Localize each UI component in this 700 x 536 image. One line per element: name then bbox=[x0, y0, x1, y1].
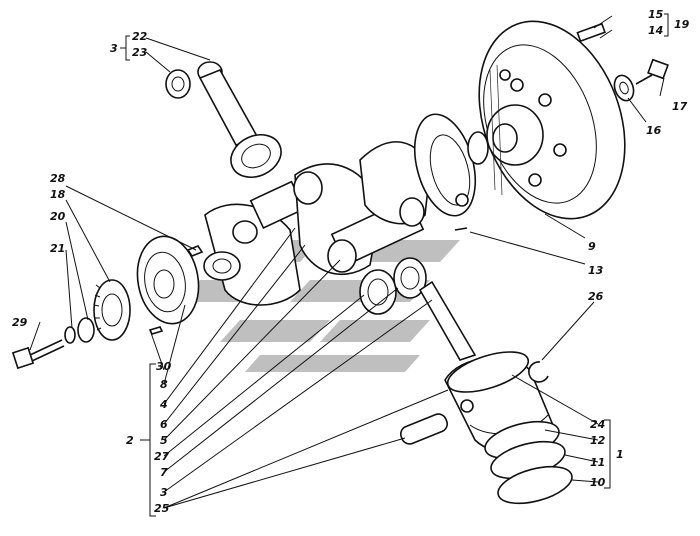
label-17: 17 bbox=[672, 100, 688, 113]
callout-labels: 3 22 23 15 14 19 17 16 28 18 20 21 9 13 … bbox=[12, 8, 690, 515]
label-26: 26 bbox=[588, 290, 604, 303]
label-10: 10 bbox=[590, 476, 606, 489]
label-8: 8 bbox=[160, 378, 168, 391]
label-9: 9 bbox=[588, 240, 596, 253]
main-bearing bbox=[359, 257, 427, 315]
label-11: 11 bbox=[590, 456, 605, 469]
label-22: 22 bbox=[132, 30, 148, 43]
label-21: 21 bbox=[50, 242, 65, 255]
label-19: 19 bbox=[674, 18, 690, 31]
connecting-rod-lower bbox=[418, 280, 477, 361]
label-25: 25 bbox=[154, 502, 170, 515]
label-24: 24 bbox=[590, 418, 605, 431]
label-20: 20 bbox=[50, 210, 66, 223]
dowel-pin bbox=[576, 22, 606, 43]
label-14: 14 bbox=[648, 24, 663, 37]
label-1: 1 bbox=[616, 448, 624, 461]
label-15: 15 bbox=[648, 8, 664, 21]
circlip bbox=[528, 361, 549, 383]
label-6: 6 bbox=[160, 418, 168, 431]
connecting-rod-upper bbox=[165, 61, 282, 178]
label-12: 12 bbox=[590, 434, 606, 447]
front-seal-disc bbox=[136, 235, 200, 325]
piston-rings bbox=[484, 420, 573, 505]
label-18: 18 bbox=[50, 188, 66, 201]
label-3: 3 bbox=[110, 42, 118, 55]
label-2: 2 bbox=[126, 434, 134, 447]
label-4: 4 bbox=[159, 398, 168, 411]
label-3b: 3 bbox=[160, 486, 168, 499]
piston-pin bbox=[399, 413, 449, 445]
flywheel-bolt bbox=[613, 58, 669, 102]
leader-lines bbox=[29, 13, 669, 517]
pulley-bolt-set bbox=[11, 317, 95, 370]
crankshaft bbox=[203, 141, 431, 306]
label-13: 13 bbox=[588, 264, 604, 277]
crank-gear bbox=[93, 279, 131, 341]
label-29: 29 bbox=[12, 316, 28, 329]
flywheel bbox=[478, 20, 626, 220]
label-30: 30 bbox=[156, 360, 172, 373]
label-28: 28 bbox=[50, 172, 66, 185]
crank-disc bbox=[413, 113, 489, 217]
label-7: 7 bbox=[160, 466, 168, 479]
label-16: 16 bbox=[646, 124, 662, 137]
label-5: 5 bbox=[160, 434, 168, 447]
label-23: 23 bbox=[132, 46, 148, 59]
label-27: 27 bbox=[154, 450, 170, 463]
